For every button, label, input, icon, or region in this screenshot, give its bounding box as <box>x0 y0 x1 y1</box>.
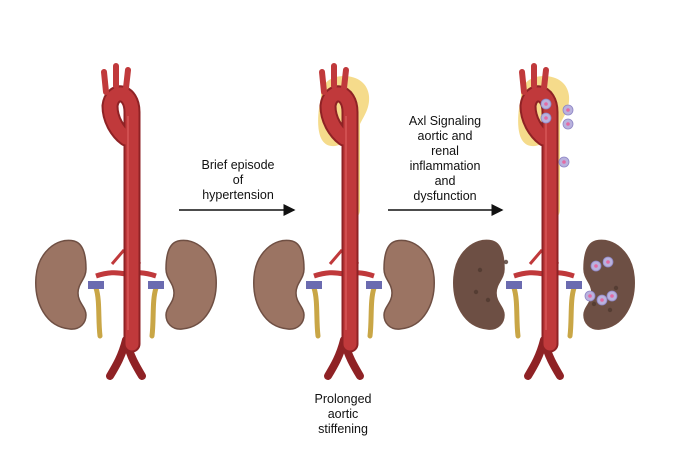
stage2-caption: Prolonged aortic stiffening <box>288 392 398 437</box>
stages-group <box>35 63 635 380</box>
immune-cell-nucleus <box>566 108 570 112</box>
arrow1-label-line: of <box>232 173 244 187</box>
right-ureter <box>567 285 577 339</box>
left-renal-vein <box>306 281 322 289</box>
immune-cell-nucleus <box>606 260 610 264</box>
arrow2-label-line: renal <box>431 144 459 158</box>
arrow2-label: Axl Signaling aortic and renal inflammat… <box>385 114 505 204</box>
kidney-lesion <box>485 297 491 303</box>
arch-branch-arteries <box>519 63 549 95</box>
stage-healthy <box>35 63 217 380</box>
left-ureter <box>311 285 321 339</box>
left-kidney-icon <box>253 239 305 330</box>
immune-cell-nucleus <box>544 102 548 106</box>
left-renal-artery <box>313 270 345 279</box>
right-ureter <box>149 285 159 339</box>
kidney-lesion <box>477 267 483 273</box>
stage2-caption-line: aortic <box>327 407 359 421</box>
arrow1-label-line: hypertension <box>202 188 274 202</box>
immune-cell-nucleus <box>566 122 570 126</box>
immune-cell-nucleus <box>562 160 566 164</box>
arrow2-label-line: Axl Signaling <box>408 114 482 128</box>
aorta-icon <box>103 87 139 351</box>
left-kidney-icon <box>453 239 505 330</box>
right-kidney-icon <box>583 239 635 330</box>
right-kidney-icon <box>165 239 217 330</box>
left-renal-vein <box>88 281 104 289</box>
left-ureter <box>511 285 521 339</box>
right-renal-vein <box>566 281 582 289</box>
right-renal-vein <box>366 281 382 289</box>
immune-cell-nucleus <box>610 294 614 298</box>
arrow2-label-line: inflammation <box>409 159 481 173</box>
arrow2-label-line: dysfunction <box>413 189 477 203</box>
left-renal-artery <box>95 270 127 279</box>
aorta-icon <box>321 87 357 351</box>
arrow1-label-line: Brief episode <box>201 158 275 172</box>
arrow2-label-line: aortic and <box>417 129 473 143</box>
left-kidney-icon <box>35 239 87 330</box>
immune-cell-nucleus <box>600 298 604 302</box>
kidney-lesion <box>613 285 619 291</box>
stage2-caption-line: Prolonged <box>314 392 372 406</box>
stage-stiffened <box>253 63 435 380</box>
stage2-caption-line: stiffening <box>318 422 368 436</box>
kidney-lesion <box>607 307 613 313</box>
right-kidney-icon <box>383 239 435 330</box>
immune-cell-nucleus <box>588 294 592 298</box>
arch-branch-arteries <box>319 63 349 95</box>
arrow1-label: Brief episode of hypertension <box>178 158 298 203</box>
arrow2-label-line: and <box>434 174 456 188</box>
arch-branch-arteries <box>101 63 131 95</box>
left-renal-artery <box>513 270 545 279</box>
kidney-lesion <box>503 259 509 265</box>
left-renal-vein <box>506 281 522 289</box>
kidney-lesion <box>591 301 597 307</box>
right-renal-vein <box>148 281 164 289</box>
immune-cell-nucleus <box>594 264 598 268</box>
kidney-lesion <box>473 289 479 295</box>
right-ureter <box>367 285 377 339</box>
left-ureter <box>93 285 103 339</box>
stage-inflamed <box>453 63 635 380</box>
immune-cell-nucleus <box>544 116 548 120</box>
